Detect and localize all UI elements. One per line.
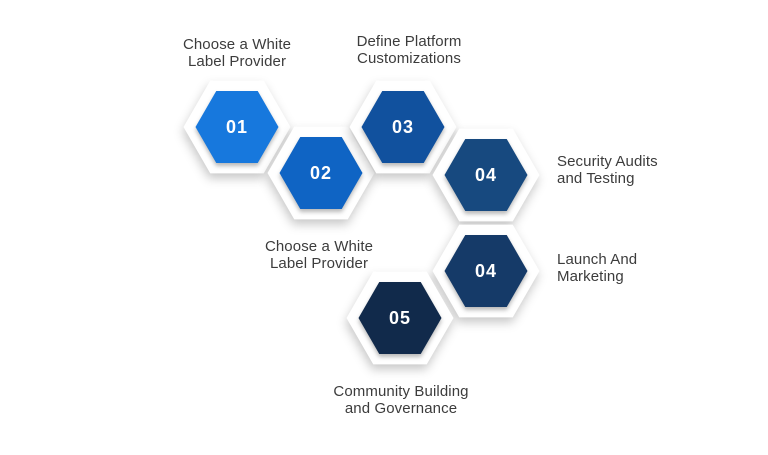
- hexagon-icon: [349, 80, 457, 174]
- hexagon-icon: [183, 80, 291, 174]
- step-label-05: Community Building and Governance: [333, 383, 469, 417]
- hexagon-fill: [361, 91, 445, 163]
- hexagon-fill: [358, 282, 442, 354]
- step-number: 04: [474, 164, 498, 185]
- hex-step-04a: 04: [430, 126, 542, 224]
- step-number: 05: [388, 307, 412, 328]
- hex-step-05: 05: [344, 269, 456, 367]
- hex-step-03: 03: [347, 78, 459, 176]
- step-number: 04: [474, 260, 498, 281]
- hexagon-fill: [444, 235, 528, 307]
- step-number: 03: [391, 116, 415, 137]
- step-label-01: Choose a White Label Provider: [182, 36, 292, 70]
- hexagon-icon: [432, 128, 540, 222]
- hexagon-fill: [195, 91, 279, 163]
- step-label-03: Define Platform Customizations: [356, 33, 462, 67]
- step-label-02: Choose a White Label Provider: [264, 238, 374, 272]
- hexagon-fill: [279, 137, 363, 209]
- hexagon-icon: [432, 224, 540, 318]
- step-label-04b: Launch And Marketing: [557, 251, 638, 285]
- hex-step-02: 02: [265, 124, 377, 222]
- hexagon-icon: [267, 126, 375, 220]
- step-number: 02: [309, 162, 333, 183]
- hex-step-01: 01: [181, 78, 293, 176]
- hexagon-icon: [346, 271, 454, 365]
- step-label-04a: Security Audits and Testing: [557, 153, 658, 187]
- step-number: 01: [225, 116, 249, 137]
- hexagon-fill: [444, 139, 528, 211]
- hex-step-04b: 04: [430, 222, 542, 320]
